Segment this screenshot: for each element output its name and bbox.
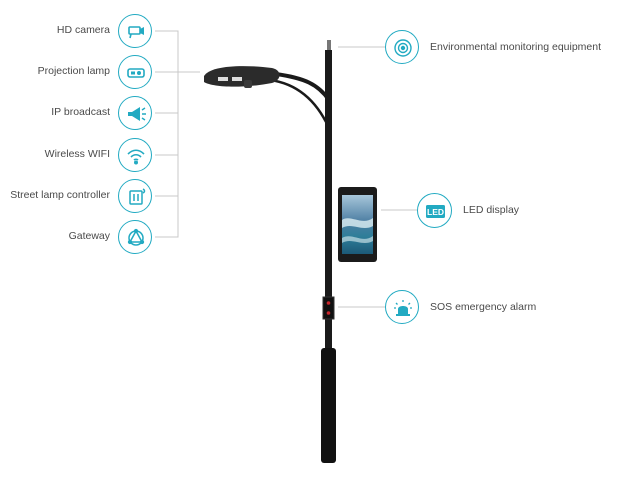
wireless-wifi-label: Wireless WIFI xyxy=(44,148,110,160)
sos-alarm-label: SOS emergency alarm xyxy=(430,301,537,313)
gateway-icon xyxy=(118,220,152,254)
lamp-arm xyxy=(275,72,331,102)
led-wave-2 xyxy=(342,236,373,243)
ip-broadcast-label: IP broadcast xyxy=(51,106,110,118)
controller-icon xyxy=(118,179,152,213)
lamp-led-1 xyxy=(218,77,228,81)
left-connector-lines xyxy=(155,30,200,238)
led-display-label: LED display xyxy=(463,204,520,216)
lamp-arm-brace xyxy=(269,78,331,129)
pole-shaft xyxy=(325,50,332,350)
lamp-head xyxy=(204,66,280,87)
alarm-icon xyxy=(385,290,419,324)
led-icon: LED xyxy=(417,193,452,228)
lamp-camera xyxy=(244,80,252,88)
sos-button xyxy=(326,311,331,315)
led-icon-text: LED xyxy=(427,207,444,217)
hd-camera-label: HD camera xyxy=(56,24,110,36)
gateway-label: Gateway xyxy=(68,230,110,242)
pole-base xyxy=(321,348,336,463)
led-wave xyxy=(342,218,373,228)
projection-lamp-label: Projection lamp xyxy=(37,65,110,77)
lamp-led-2 xyxy=(232,77,242,81)
sensor-icon xyxy=(385,30,419,64)
street-lamp-controller-label: Street lamp controller xyxy=(10,189,110,201)
sos-box xyxy=(322,296,335,320)
sos-light xyxy=(326,301,331,305)
camera-icon xyxy=(118,14,152,48)
environmental-monitoring-label: Environmental monitoring equipment xyxy=(430,41,602,53)
wifi-icon xyxy=(118,138,152,172)
sensor-mast xyxy=(327,40,331,52)
megaphone-icon xyxy=(118,96,152,130)
projector-icon xyxy=(118,55,152,89)
right-connector-lines xyxy=(338,46,417,308)
